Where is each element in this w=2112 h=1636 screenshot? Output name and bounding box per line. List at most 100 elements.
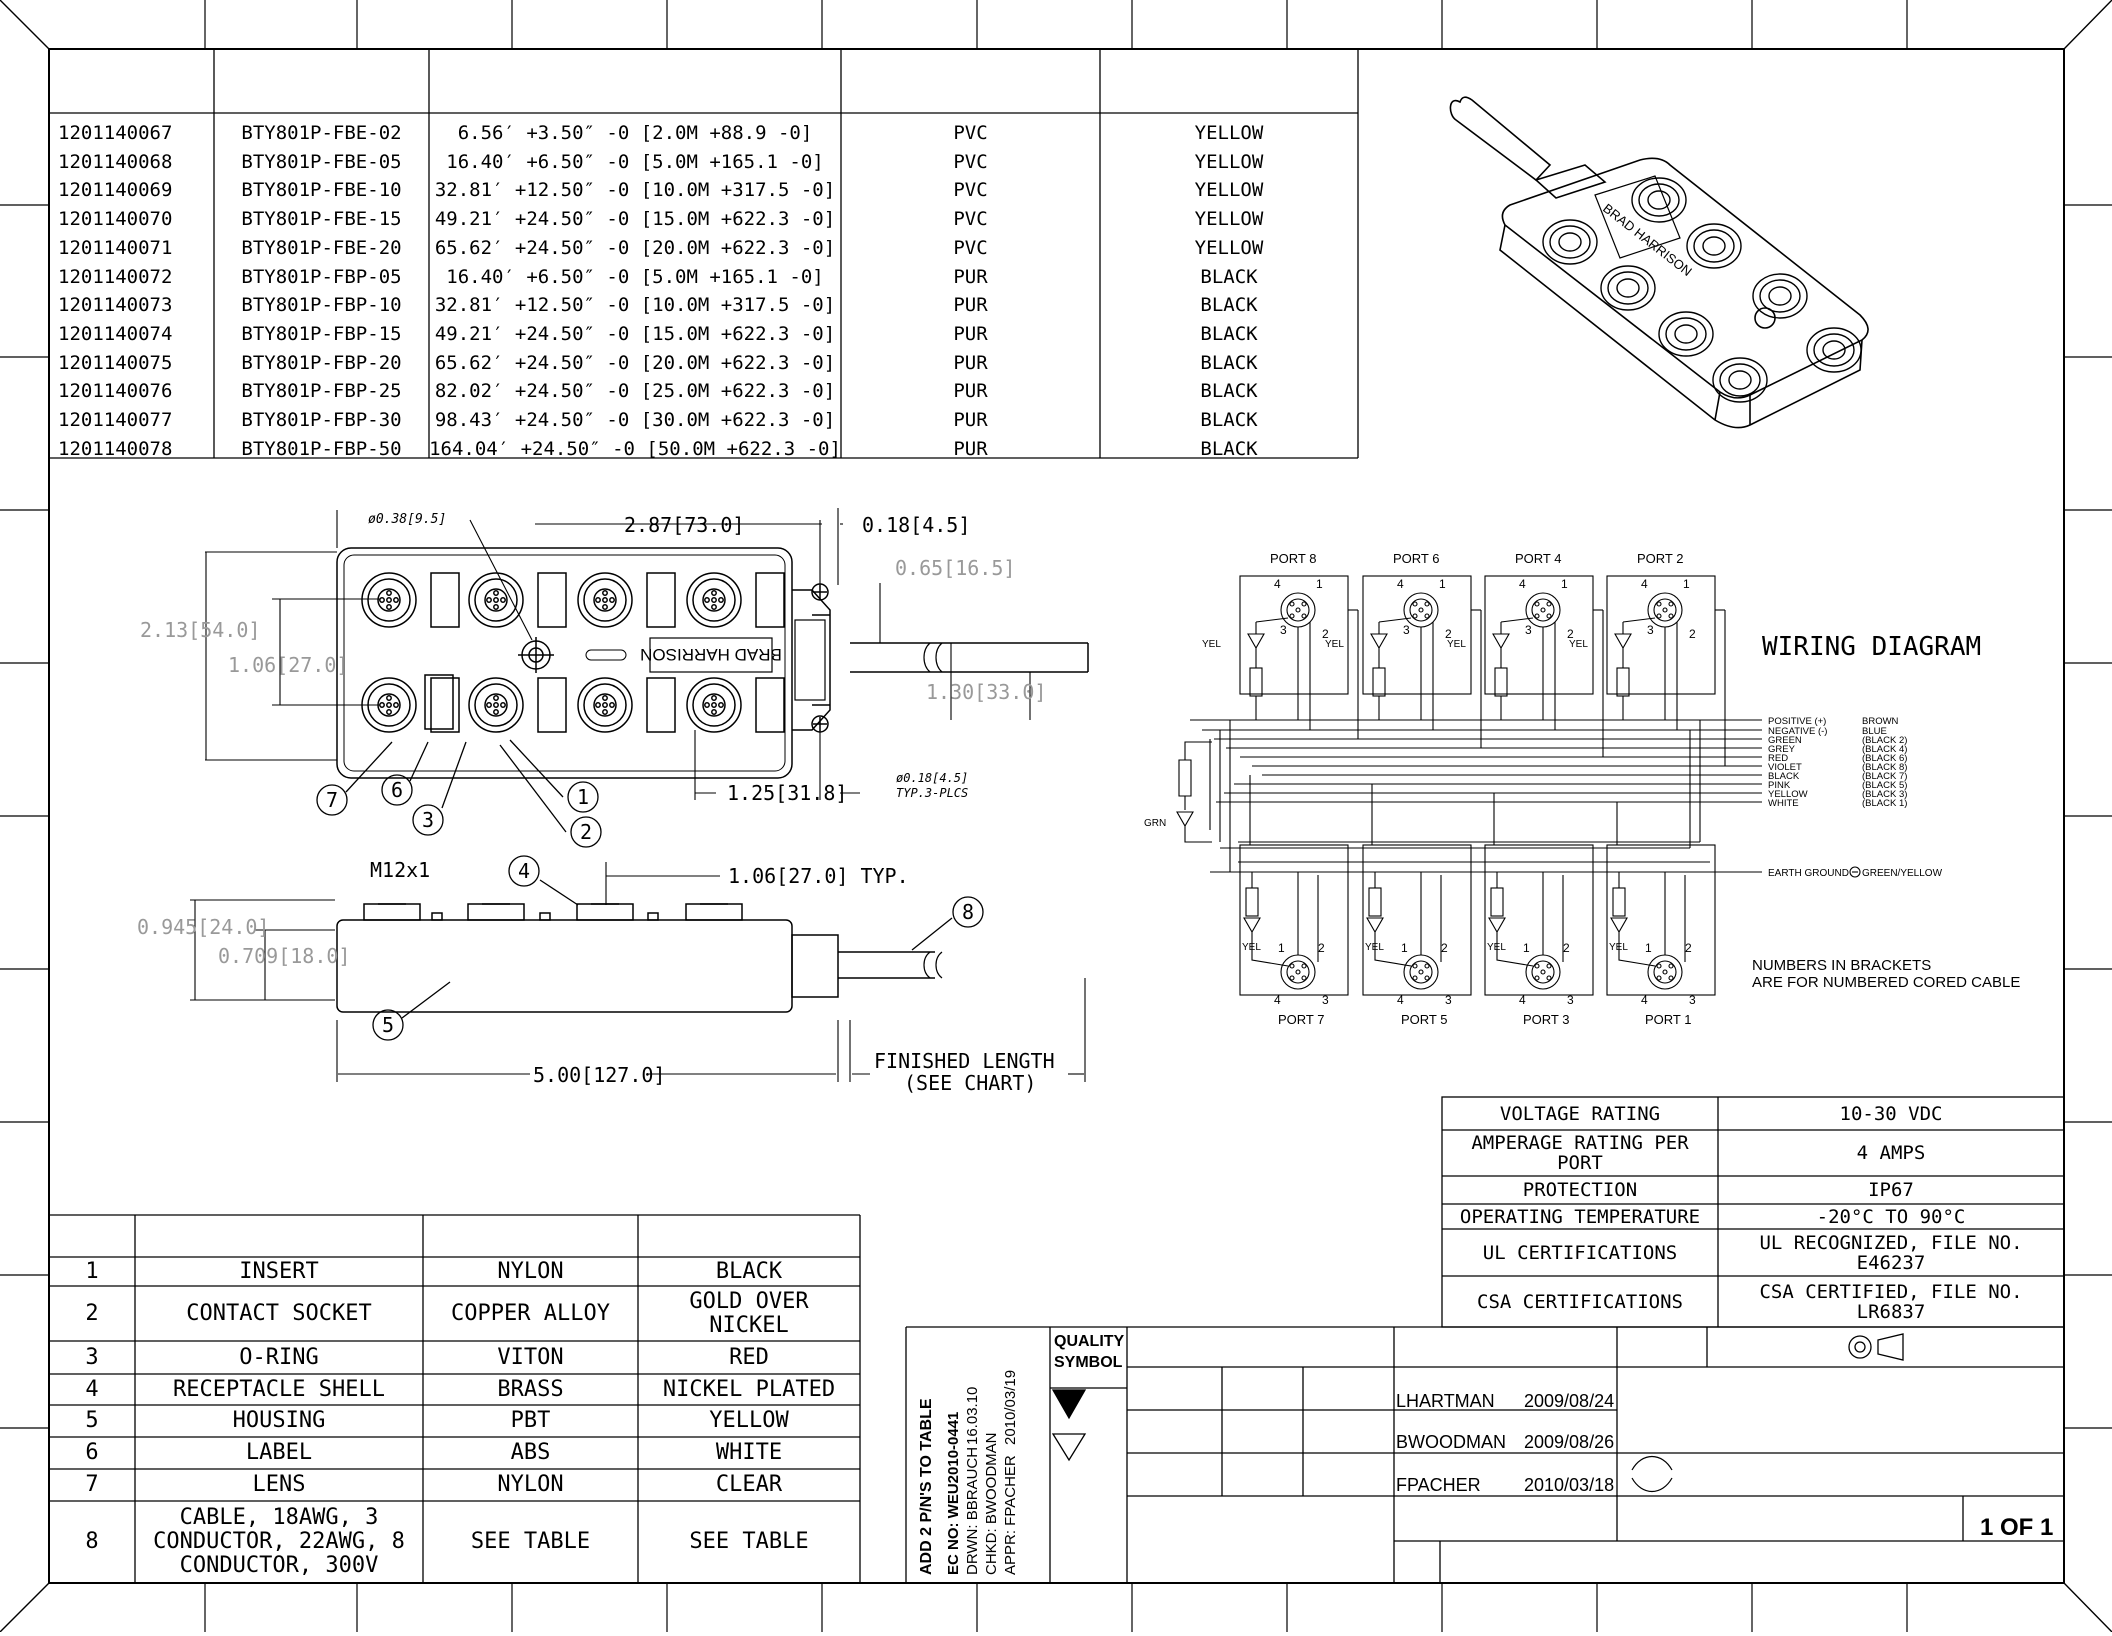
port-label: PORT 1 [1645, 1012, 1691, 1027]
cable-cell-length: 32.81′ +12.50″ -0 [10.0M +317.5 -0] [434, 179, 836, 202]
earth-ground-color: GREEN/YELLOW [1862, 868, 1943, 879]
iso-receptacle [1542, 219, 1598, 265]
cable-cell-part: 1201140078 [58, 437, 173, 460]
wire-name: GREY [1768, 744, 1796, 755]
iso-receptacle [1752, 273, 1808, 319]
wire-color: BLUE [1862, 726, 1887, 737]
pin-3: 3 [1445, 993, 1452, 1007]
balloon-5: 5 [372, 981, 451, 1041]
bom-cell-item: 4 [85, 1376, 99, 1402]
cable-cell-model: BTY801P-FBP-25 [241, 380, 402, 403]
pin-3: 3 [1525, 623, 1532, 637]
cable-cell-part: 1201140068 [58, 150, 173, 173]
bom-cell-desc: CONTACT SOCKET [186, 1300, 372, 1326]
spec-label: CSA CERTIFICATIONS [1477, 1290, 1683, 1313]
pin-1: 1 [1561, 577, 1568, 591]
lens-window [430, 572, 460, 628]
cable-cell-jacket: PUR [953, 437, 988, 460]
label-window [424, 674, 454, 730]
cable-offset-dim: 0.65[16.5] [895, 556, 1015, 580]
cable-cell-length: 6.56′ +3.50″ -0 [2.0M +88.9 -0] [457, 122, 813, 144]
pin-3: 3 [1647, 623, 1654, 637]
spec-value: CSA CERTIFIED, FILE NO. LR6837 [1759, 1280, 2023, 1323]
wire-name: BLACK [1768, 771, 1800, 782]
quality-label-1: QUALITY [1054, 1333, 1125, 1350]
wire-name: VIOLET [1768, 762, 1802, 773]
bom-cell-desc: RECEPTACLE SHELL [173, 1376, 385, 1402]
iso-receptacle [1600, 265, 1656, 311]
earth-ground-label: EARTH GROUND [1768, 868, 1849, 879]
spec-value: 10-30 VDC [1839, 1102, 1943, 1125]
wire-name: GREEN [1768, 735, 1802, 746]
cable-cell-length: 65.62′ +24.50″ -0 [20.0M +622.3 -0] [434, 236, 836, 259]
mount-note: TYP.3-PLCS [896, 786, 968, 800]
bom-cell-finish: WHITE [715, 1440, 783, 1465]
bom-table-grid [49, 1214, 861, 1583]
bom-cell-material: NYLON [497, 1258, 564, 1284]
bom-cell-item: 2 [85, 1300, 99, 1326]
cable-cell-color: YELLOW [1194, 179, 1264, 202]
spec-value: IP67 [1868, 1179, 1914, 1201]
lens-window [430, 677, 460, 733]
wiring-note-1: NUMBERS IN BRACKETS [1752, 957, 1931, 974]
balloon-number-7: 7 [326, 788, 338, 812]
balloon-1: 1 [509, 739, 599, 813]
bom-cell-item: 8 [85, 1529, 99, 1554]
side-height-dim: 0.945[24.0] [137, 915, 269, 939]
cable-cell-jacket: PVC [953, 208, 988, 231]
thread-dim: M12x1 [370, 858, 430, 882]
wiring-title: WIRING DIAGRAM [1762, 632, 1981, 662]
pitch-typ-dim: 1.06[27.0] TYP. [728, 864, 909, 888]
bom-cell-desc: O-RING [239, 1344, 319, 1370]
spec-label: PROTECTION [1522, 1179, 1638, 1201]
pin-2: 2 [1322, 627, 1329, 641]
cable-cell-color: YELLOW [1194, 122, 1264, 144]
receptacle [577, 677, 676, 733]
bom-cell-finish: GOLD OVER NICKEL [689, 1288, 809, 1338]
cable-cell-color: BLACK [1200, 437, 1258, 460]
top-view-dim-text: ø0.38[9.5] 2.87[73.0] 0.18[4.5] 0.65[16.… [140, 512, 1046, 805]
spec-label: AMPERAGE RATING PER PORT [1471, 1132, 1689, 1174]
bom-cell-finish: RED [729, 1344, 769, 1370]
bom-cell-finish: BLACK [715, 1258, 783, 1284]
pin-2: 2 [1685, 941, 1692, 955]
wire-name: POSITIVE (+) [1768, 716, 1826, 727]
signoff-3-date: 2010/03/18 [1524, 1475, 1614, 1495]
side-view-dim-text: M12x1 1.06[27.0] TYP. 0.945[24.0] 0.709[… [137, 858, 1055, 1095]
cable-cell-jacket: PVC [953, 236, 988, 259]
spec-label: VOLTAGE RATING [1499, 1102, 1661, 1125]
port-label: PORT 7 [1278, 1012, 1324, 1027]
cable-cell-model: BTY801P-FBP-30 [241, 409, 402, 431]
revision-approved-date: 2010/03/19 [1002, 1370, 1019, 1445]
iso-receptacle [1806, 327, 1862, 373]
cable-cell-jacket: PVC [953, 179, 988, 202]
yel-label: YEL [1202, 639, 1221, 650]
revision-drawn-date: 16.03.10 [964, 1387, 981, 1445]
bom-cell-finish: YELLOW [709, 1408, 789, 1433]
cable-cell-model: BTY801P-FBP-05 [241, 265, 402, 288]
title-block-text: QUALITY SYMBOL ADD 2 P/N'S TO TABLE EC N… [918, 1333, 2053, 1575]
cable-cell-jacket: PUR [953, 322, 988, 345]
pin-2: 2 [1567, 627, 1574, 641]
pin-3: 3 [1567, 993, 1574, 1007]
pin-3: 3 [1403, 623, 1410, 637]
side-lens [647, 912, 659, 921]
wire-color: BROWN [1862, 716, 1899, 727]
cable-cell-part: 1201140072 [58, 265, 173, 288]
cable-cell-part: 1201140075 [58, 351, 173, 374]
balloon-3: 3 [412, 741, 467, 836]
offset-right-dim: 0.18[4.5] [862, 513, 970, 537]
receptacle [686, 572, 785, 628]
cable-table-grid [49, 49, 1359, 459]
side-lens [539, 912, 551, 921]
cable-cell-color: YELLOW [1194, 236, 1264, 259]
cable-cell-part: 1201140073 [58, 294, 173, 317]
